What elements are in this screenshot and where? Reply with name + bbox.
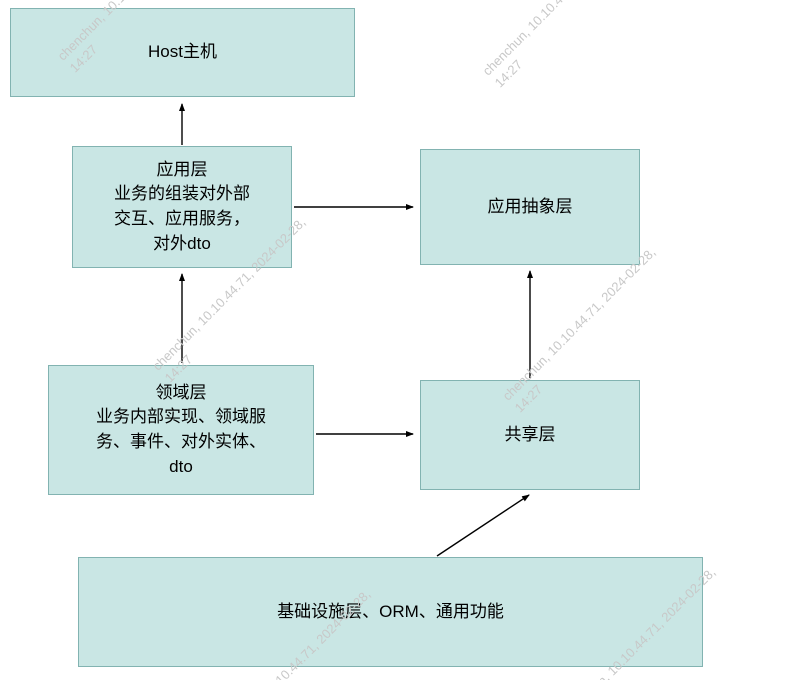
- node-domain-layer: 领域层 业务内部实现、领域服 务、事件、对外实体、 dto: [48, 365, 314, 495]
- watermark-line1: chenchun, 10.10.44.71, 2024-02-28,: [479, 0, 639, 79]
- arrow-infrastructure-to-shared: [436, 494, 530, 557]
- node-application-layer: 应用层 业务的组装对外部 交互、应用服务， 对外dto: [72, 146, 292, 268]
- watermark: chenchun, 10.10.44.71, 2024-02-28, 14:27: [479, 0, 651, 91]
- node-application-abstraction-layer: 应用抽象层: [420, 149, 640, 265]
- watermark-line2: 14:27: [491, 56, 526, 91]
- node-shared-layer: 共享层: [420, 380, 640, 490]
- node-infrastructure-layer: 基础设施层、ORM、通用功能: [78, 557, 703, 667]
- node-host: Host主机: [10, 8, 355, 97]
